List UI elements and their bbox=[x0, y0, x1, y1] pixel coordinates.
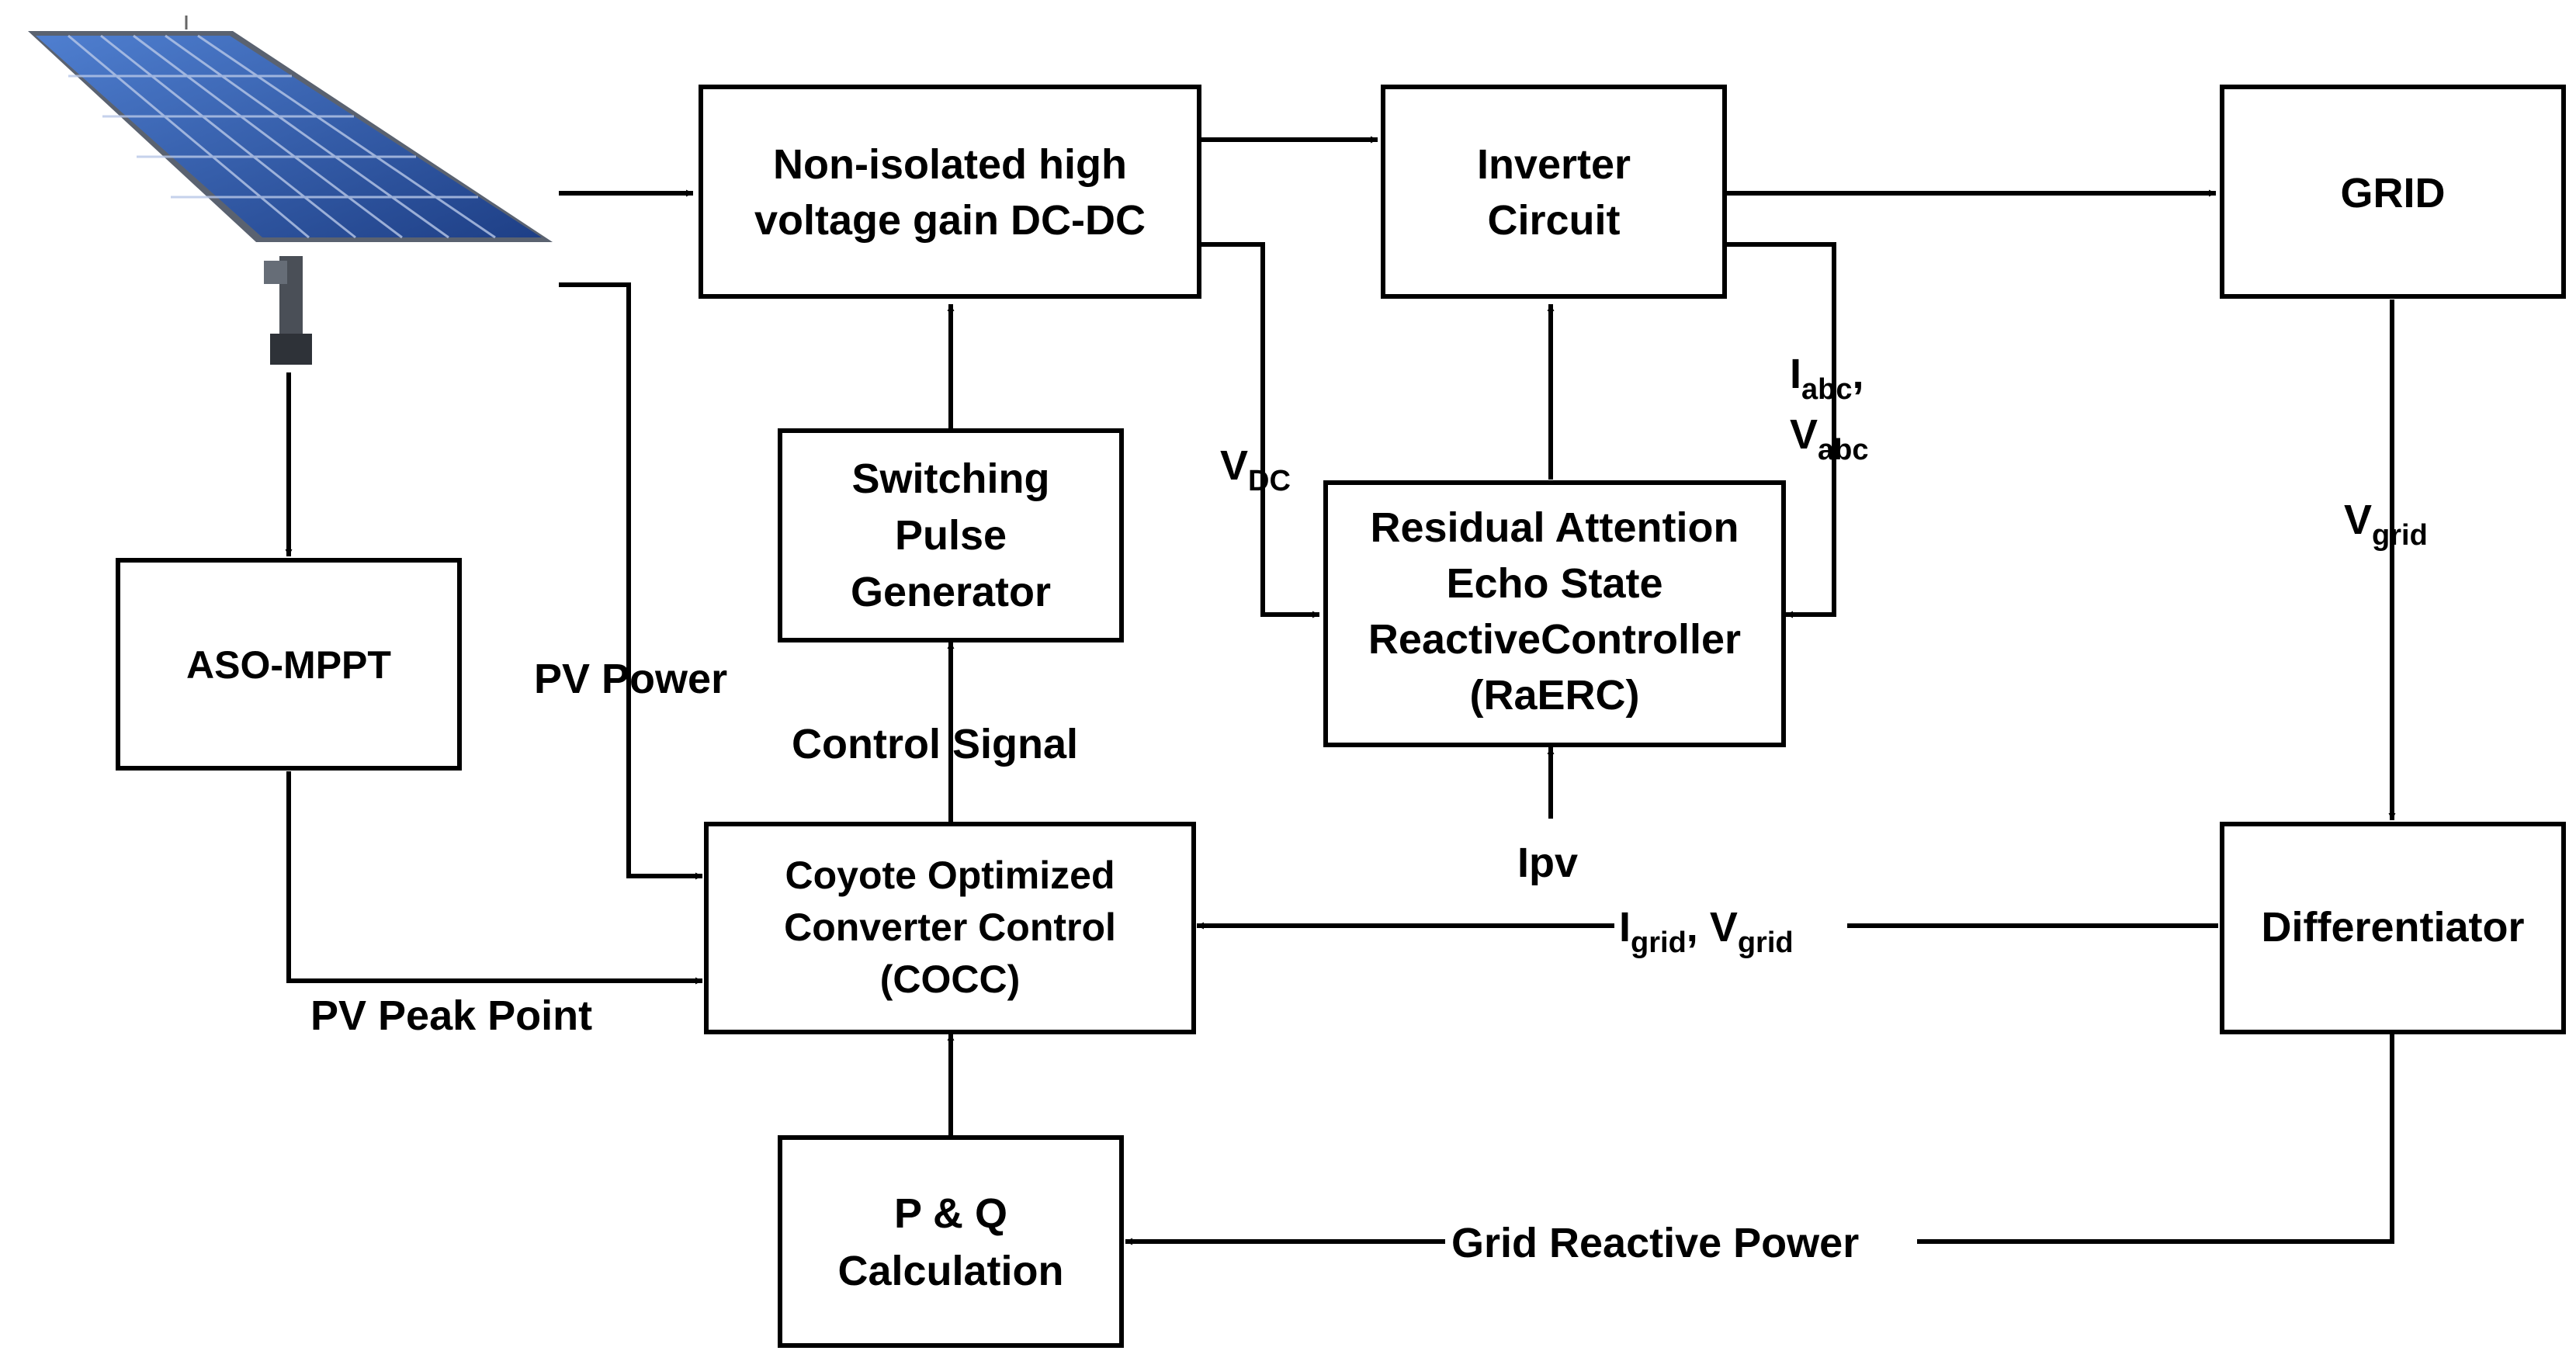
dcdc-converter-block: Non-isolated high voltage gain DC-DC bbox=[699, 85, 1201, 299]
vabc-label: Vabc bbox=[1790, 411, 1869, 466]
ipv-label: Ipv bbox=[1517, 840, 1578, 886]
raerc-controller-block: Residual Attention Echo State ReactiveCo… bbox=[1323, 480, 1786, 747]
switching-line-2: Pulse bbox=[895, 512, 1007, 559]
raerc-line-2: Echo State bbox=[1446, 560, 1662, 607]
arrow-pv-power-to-cocc bbox=[559, 282, 702, 880]
solar-panel-icon bbox=[28, 16, 553, 365]
vgrid-label: Vgrid bbox=[2344, 497, 2428, 552]
switching-line-3: Generator bbox=[851, 569, 1051, 615]
pq-line-1: P & Q bbox=[894, 1190, 1007, 1237]
arrow-differentiator-to-pq bbox=[1125, 1034, 2394, 1245]
aso-mppt-block: ASO-MPPT bbox=[116, 558, 462, 771]
grid-block: GRID bbox=[2220, 85, 2566, 299]
pv-power-label: PV Power bbox=[534, 656, 727, 702]
raerc-line-4: (RaERC) bbox=[1469, 672, 1639, 719]
arrow-aso-to-cocc bbox=[286, 771, 702, 985]
arrow-iabc-to-raerc bbox=[1725, 242, 1836, 618]
cocc-line-1: Coyote Optimized bbox=[785, 854, 1115, 897]
aso-mppt-label: ASO-MPPT bbox=[186, 643, 391, 687]
pv-peak-point-label: PV Peak Point bbox=[310, 992, 592, 1039]
differentiator-block: Differentiator bbox=[2220, 822, 2566, 1034]
inverter-line-2: Circuit bbox=[1487, 197, 1620, 244]
vdc-label: VDC bbox=[1220, 442, 1291, 497]
inverter-line-1: Inverter bbox=[1477, 141, 1631, 188]
grid-label: GRID bbox=[2341, 170, 2446, 216]
differentiator-label: Differentiator bbox=[2261, 904, 2524, 951]
igrid-vgrid-label: Igrid, Vgrid bbox=[1619, 904, 1794, 959]
cocc-block: Coyote Optimized Converter Control (COCC… bbox=[704, 822, 1196, 1034]
cocc-line-3: (COCC) bbox=[880, 958, 1021, 1001]
pq-line-2: Calculation bbox=[837, 1248, 1063, 1294]
cocc-line-2: Converter Control bbox=[784, 906, 1116, 949]
raerc-line-3: ReactiveController bbox=[1368, 616, 1741, 663]
switching-pulse-generator-block: Switching Pulse Generator bbox=[778, 428, 1124, 642]
inverter-circuit-block: Inverter Circuit bbox=[1381, 85, 1727, 299]
dcdc-line-1: Non-isolated high bbox=[773, 141, 1127, 188]
control-signal-label: Control Signal bbox=[792, 721, 1078, 767]
arrow-vdc-to-raerc bbox=[1199, 242, 1319, 618]
pq-calculation-block: P & Q Calculation bbox=[778, 1135, 1124, 1348]
raerc-line-1: Residual Attention bbox=[1370, 504, 1739, 551]
iabc-label: Iabc, bbox=[1790, 351, 1864, 406]
switching-line-1: Switching bbox=[852, 455, 1050, 502]
dcdc-line-2: voltage gain DC-DC bbox=[754, 197, 1146, 244]
grid-reactive-power-label: Grid Reactive Power bbox=[1451, 1220, 1859, 1266]
